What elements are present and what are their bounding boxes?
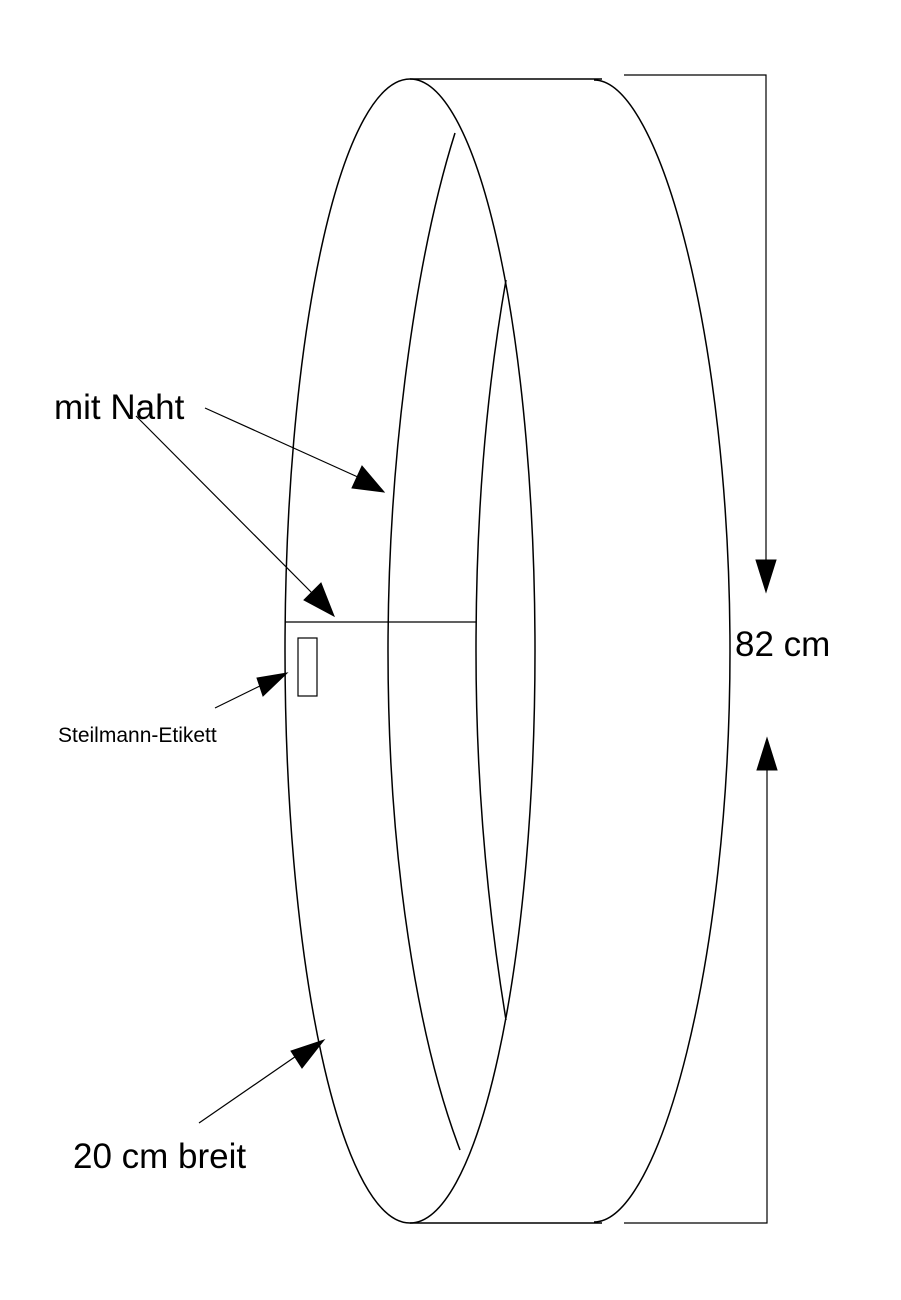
tag-label: Steilmann-Etikett [58, 724, 217, 747]
steilmann-tag [297, 637, 318, 697]
width-pointer-line [198, 1051, 303, 1124]
dimension-arrowhead-down [755, 559, 777, 594]
width-label: 20 cm breit [73, 1137, 246, 1176]
ring-inner-back-edge [475, 279, 507, 1021]
tag-pointer-line [214, 681, 269, 709]
seam-label: mit Naht [54, 388, 185, 427]
ring-body [284, 78, 731, 1224]
width-arrowhead [290, 1038, 326, 1069]
dimension-bottom-tick [624, 760, 768, 1224]
seam-arrowhead-2 [303, 582, 335, 618]
dimension-arrowhead-up [756, 736, 778, 771]
height-dimension [624, 74, 778, 1224]
pointers [135, 407, 386, 1124]
ring-front-rim [284, 78, 536, 1224]
dimension-top-tick [624, 74, 767, 570]
seam-arrowhead-1 [351, 465, 386, 493]
seam-pointer-line-2 [135, 415, 316, 597]
height-label: 82 cm [735, 625, 830, 664]
seam-pointer-line-1 [204, 407, 361, 479]
tag-arrowhead [256, 672, 289, 697]
ring-inner-arc [387, 132, 461, 1151]
ring-back-rim [593, 79, 731, 1223]
